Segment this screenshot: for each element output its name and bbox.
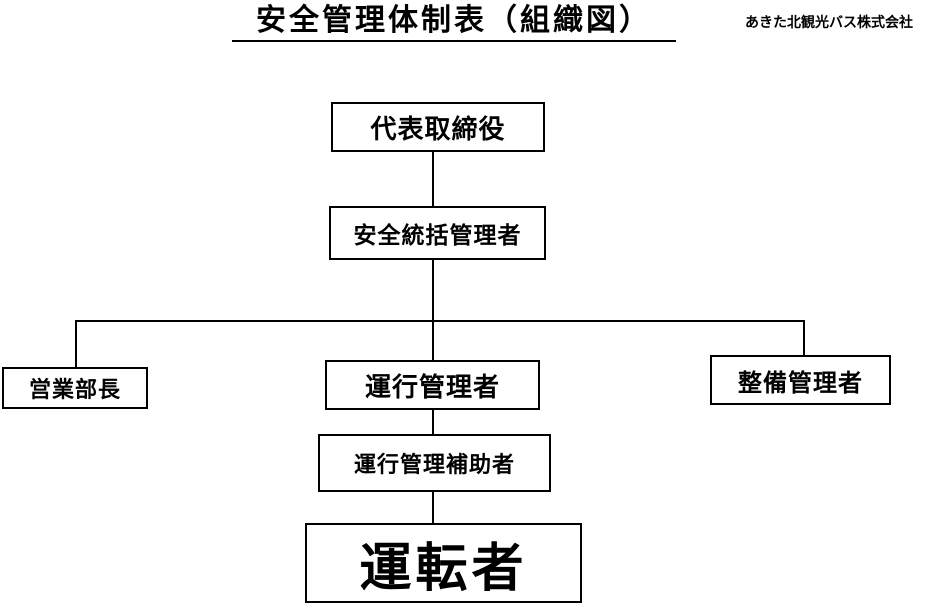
connector-branch-horizontal xyxy=(75,320,805,322)
box-representative: 代表取締役 xyxy=(331,102,545,152)
box-sales-manager: 営業部長 xyxy=(2,367,148,409)
box-maintenance-manager: 整備管理者 xyxy=(710,355,891,405)
connector-to-sales xyxy=(75,320,77,369)
box-safety-manager: 安全統括管理者 xyxy=(329,206,546,260)
company-name: あきた北観光バス株式会社 xyxy=(745,15,913,31)
chart-title: 安全管理体制表（組織図） xyxy=(256,3,652,38)
connector-safety-to-branch xyxy=(432,258,434,362)
title-underline xyxy=(232,40,676,42)
box-operations-manager: 運行管理者 xyxy=(325,360,540,410)
connector-assistant-to-drivers xyxy=(432,490,434,525)
box-operations-assistant: 運行管理補助者 xyxy=(318,434,551,492)
connector-rep-to-safety xyxy=(432,150,434,207)
connector-to-maintenance xyxy=(803,320,805,357)
box-drivers: 運転者 xyxy=(305,523,582,603)
connector-ops-to-assistant xyxy=(432,408,434,436)
